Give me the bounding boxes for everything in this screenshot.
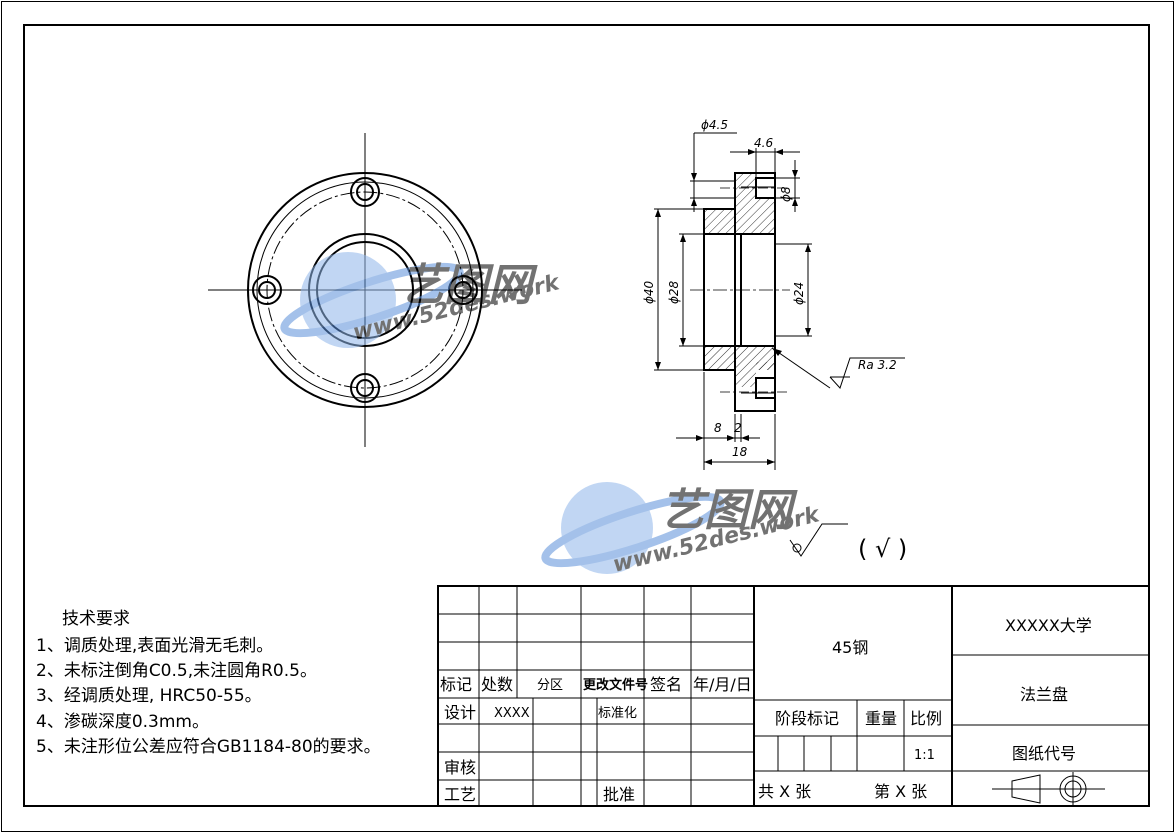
title-block-text: 标记 处数 分区 更改文件号 签名 年/月/日 设计 XXXX 标准化 审核 工… — [440, 616, 1092, 804]
dim-w46: 4.6 — [754, 136, 773, 150]
tb-drawing-code: 图纸代号 — [1012, 744, 1076, 763]
dim-d8: ϕ8 — [779, 186, 793, 202]
technical-notes: 技术要求 1、调质处理,表面光滑无毛刺。 2、未标注倒角C0.5,未注圆角R0.… — [36, 609, 381, 757]
tb-rev-mark: 标记 — [440, 675, 472, 694]
dim-d45: ϕ4.5 — [701, 118, 728, 132]
section-hatch-top — [704, 173, 775, 234]
watermark-brand-2: 艺图网 — [660, 485, 798, 536]
dim-d28: ϕ28 — [667, 280, 681, 304]
notes-item-2: 2、未标注倒角C0.5,未注圆角R0.5。 — [36, 661, 317, 681]
section-view — [690, 172, 790, 412]
tb-part-name: 法兰盘 — [1020, 685, 1068, 704]
notes-item-1: 1、调质处理,表面光滑无毛刺。 — [36, 636, 273, 656]
dim-d40: ϕ40 — [642, 280, 656, 304]
tb-rev-count: 处数 — [481, 675, 513, 694]
tb-scale-value: 1:1 — [914, 748, 935, 763]
roughness-note: ( √ ) — [858, 535, 907, 563]
tb-change-doc: 更改文件号 — [583, 677, 648, 693]
tb-designer: XXXX — [494, 706, 530, 721]
tb-approve: 批准 — [603, 785, 635, 804]
tb-review: 审核 — [444, 758, 476, 777]
roughness-symbol — [789, 523, 848, 557]
tb-total-sheets: 共 X 张 — [758, 782, 811, 801]
dim-d24: ϕ24 — [792, 282, 806, 305]
tb-process: 工艺 — [444, 785, 476, 804]
front-view — [208, 133, 522, 447]
title-block — [437, 585, 1150, 807]
tb-date: 年/月/日 — [693, 675, 752, 694]
notes-item-5: 5、未注形位公差应符合GB1184-80的要求。 — [36, 737, 381, 757]
tb-scale-label: 比例 — [910, 709, 942, 728]
dim-l8: 8 — [714, 421, 722, 435]
dim-l18: 18 — [732, 445, 748, 459]
chamfer-circle — [256, 181, 474, 399]
tb-signature: 签名 — [650, 675, 682, 694]
tb-standardize: 标准化 — [598, 706, 637, 721]
notes-item-4: 4、渗碳深度0.3mm。 — [36, 712, 209, 732]
notes-item-3: 3、经调质处理, HRC50-55。 — [36, 686, 262, 706]
dim-ra: Ra 3.2 — [858, 358, 897, 372]
watermark-brand-1: 艺图网 — [400, 260, 538, 311]
tb-sheet-no: 第 X 张 — [874, 782, 927, 801]
projection-symbol — [992, 772, 1105, 806]
tb-weight: 重量 — [865, 709, 897, 728]
tb-design: 设计 — [444, 703, 476, 722]
tb-stage-mark: 阶段标记 — [775, 709, 839, 728]
bolt-holes — [252, 177, 478, 403]
outer-circle — [247, 172, 483, 408]
tb-school: XXXXX大学 — [1005, 616, 1092, 635]
bolt-circle — [266, 191, 464, 389]
watermark-logo-2: 艺图网 www.52des.work — [541, 482, 823, 578]
dimension-texts: ϕ4.5 4.6 ϕ8 ϕ40 ϕ28 ϕ24 8 2 18 Ra 3.2 — [642, 118, 897, 459]
watermark-logo-1: 艺图网 www.52des.work — [280, 252, 563, 348]
dim-l2: 2 — [734, 421, 742, 435]
dimension-arrows — [655, 149, 811, 465]
tb-zone: 分区 — [537, 678, 563, 693]
dimension-lines — [654, 132, 905, 470]
notes-title: 技术要求 — [62, 609, 130, 629]
tb-material: 45钢 — [832, 638, 868, 657]
